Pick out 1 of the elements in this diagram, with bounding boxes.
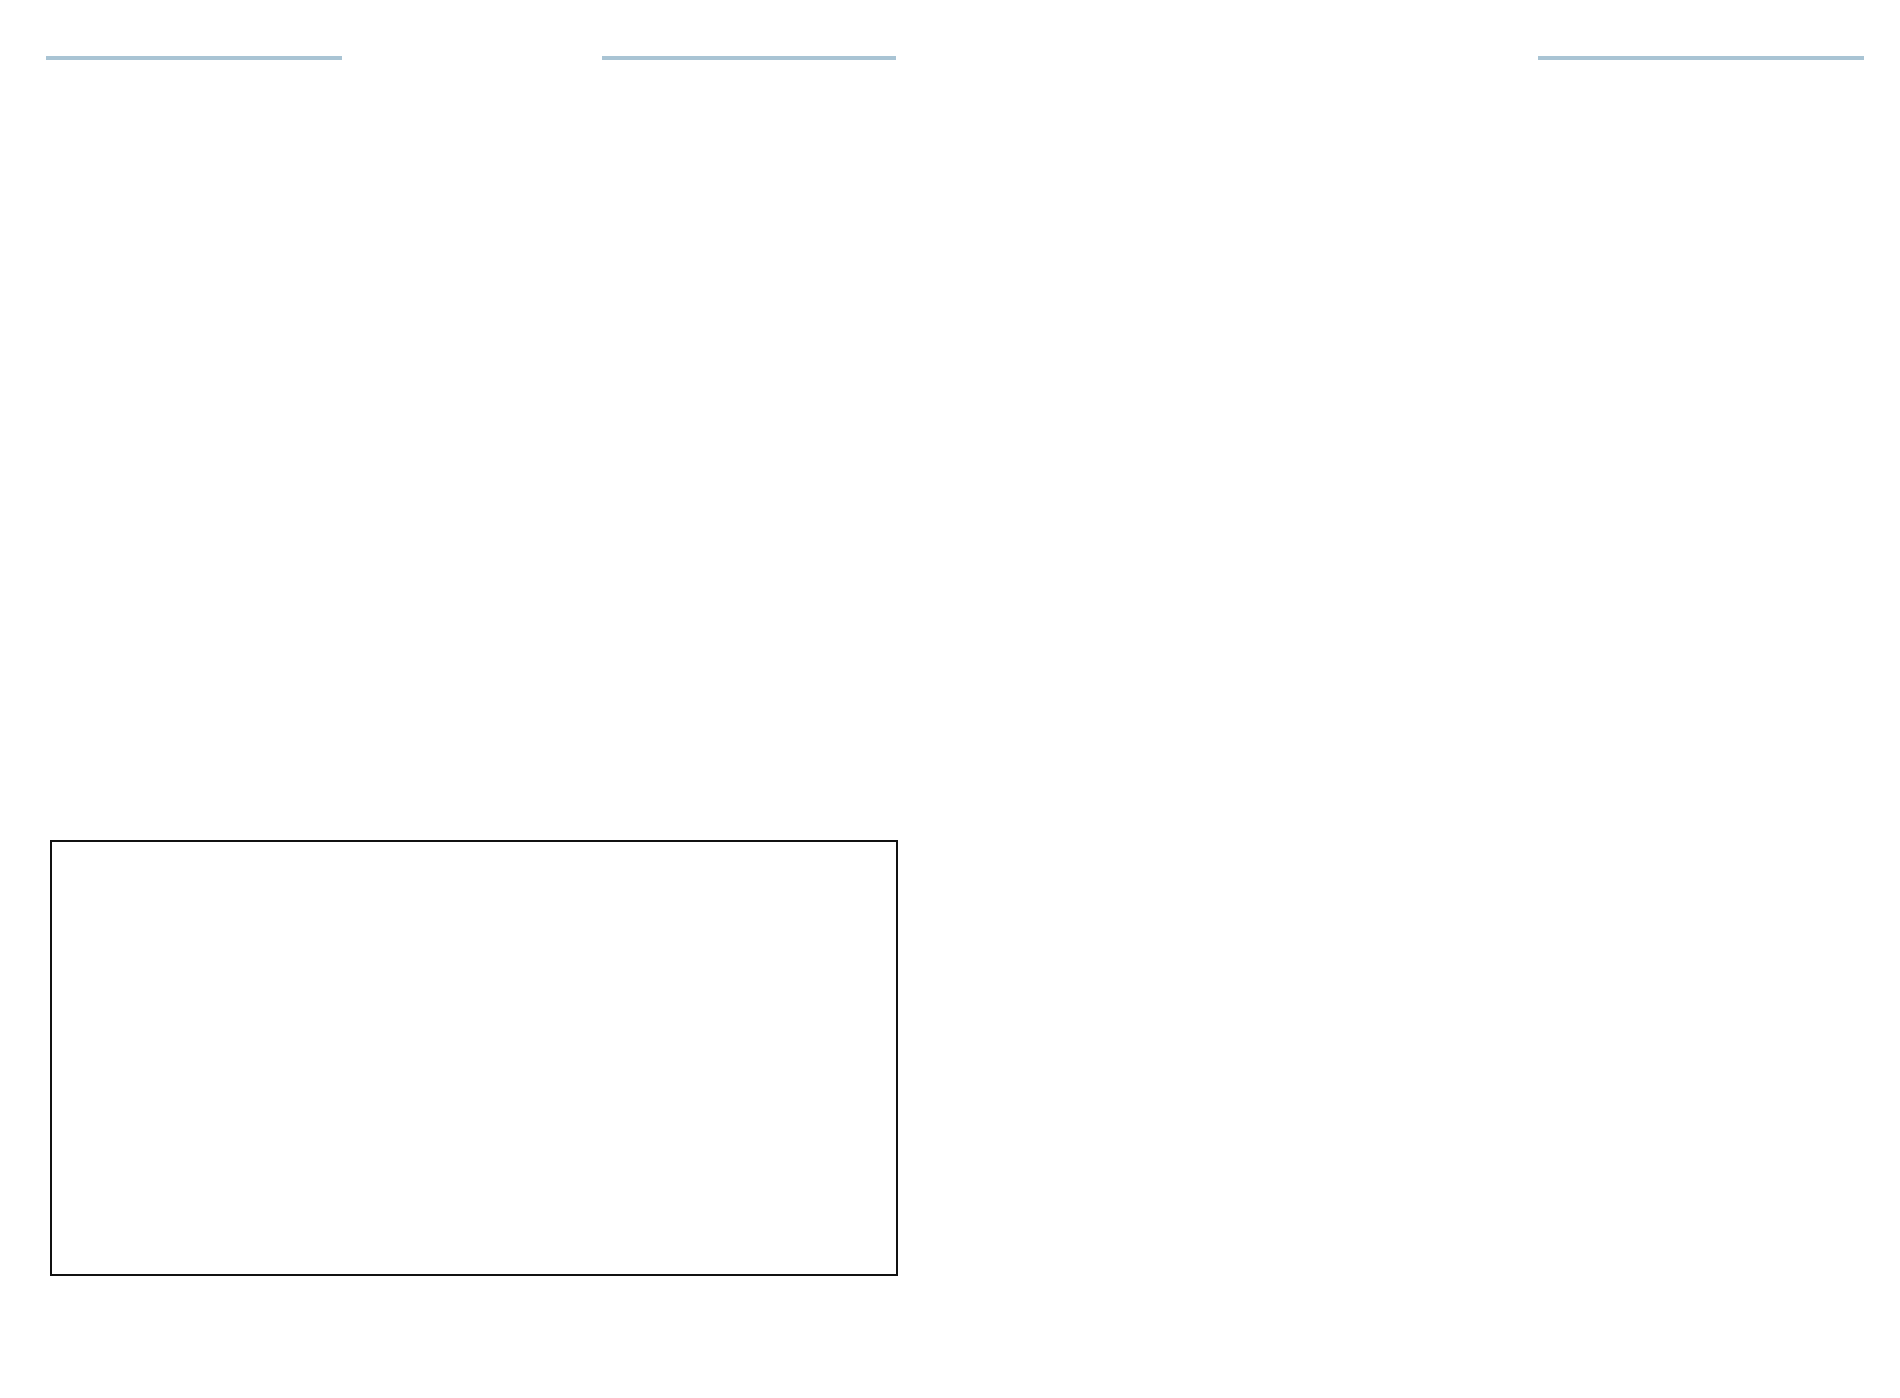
empty-frame xyxy=(50,840,898,1276)
